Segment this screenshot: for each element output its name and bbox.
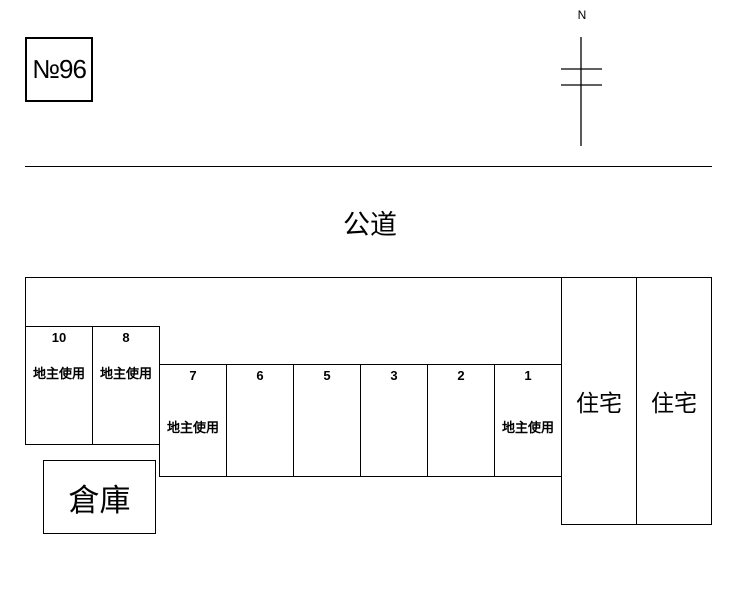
- space-number: 5: [323, 368, 331, 383]
- parking-space-6[interactable]: 6: [226, 364, 294, 477]
- house-label: 住宅: [651, 390, 697, 416]
- neighbor-house-1: 住宅: [561, 277, 637, 525]
- parking-space-2[interactable]: 2: [427, 364, 495, 477]
- road-boundary-line: [25, 166, 712, 167]
- parking-space-8[interactable]: 8 地主使用: [92, 326, 160, 445]
- parking-space-1[interactable]: 1 地主使用: [494, 364, 562, 477]
- space-note: 地主使用: [501, 420, 554, 435]
- storage-building: 倉庫: [43, 460, 156, 534]
- parking-space-5[interactable]: 5: [293, 364, 361, 477]
- space-number: 8: [122, 330, 130, 345]
- house-label: 住宅: [576, 390, 622, 416]
- space-number: 10: [51, 330, 67, 345]
- parking-space-3[interactable]: 3: [360, 364, 428, 477]
- north-label: N: [577, 8, 587, 22]
- storage-label: 倉庫: [68, 482, 131, 518]
- space-number: 6: [256, 368, 264, 383]
- space-note: 地主使用: [32, 366, 85, 381]
- parking-space-10[interactable]: 10 地主使用: [25, 326, 93, 445]
- parking-space-7[interactable]: 7 地主使用: [159, 364, 227, 477]
- space-note: 地主使用: [166, 420, 219, 435]
- space-number: 3: [390, 368, 398, 383]
- road-label: 公道: [343, 210, 397, 240]
- space-number: 2: [457, 368, 465, 383]
- north-arrow-icon: [558, 36, 604, 148]
- space-note: 地主使用: [99, 366, 152, 381]
- space-number: 7: [189, 368, 197, 383]
- property-number: №96: [32, 54, 87, 84]
- neighbor-house-2: 住宅: [636, 277, 712, 525]
- space-number: 1: [524, 368, 532, 383]
- property-number-box: №96: [25, 37, 93, 102]
